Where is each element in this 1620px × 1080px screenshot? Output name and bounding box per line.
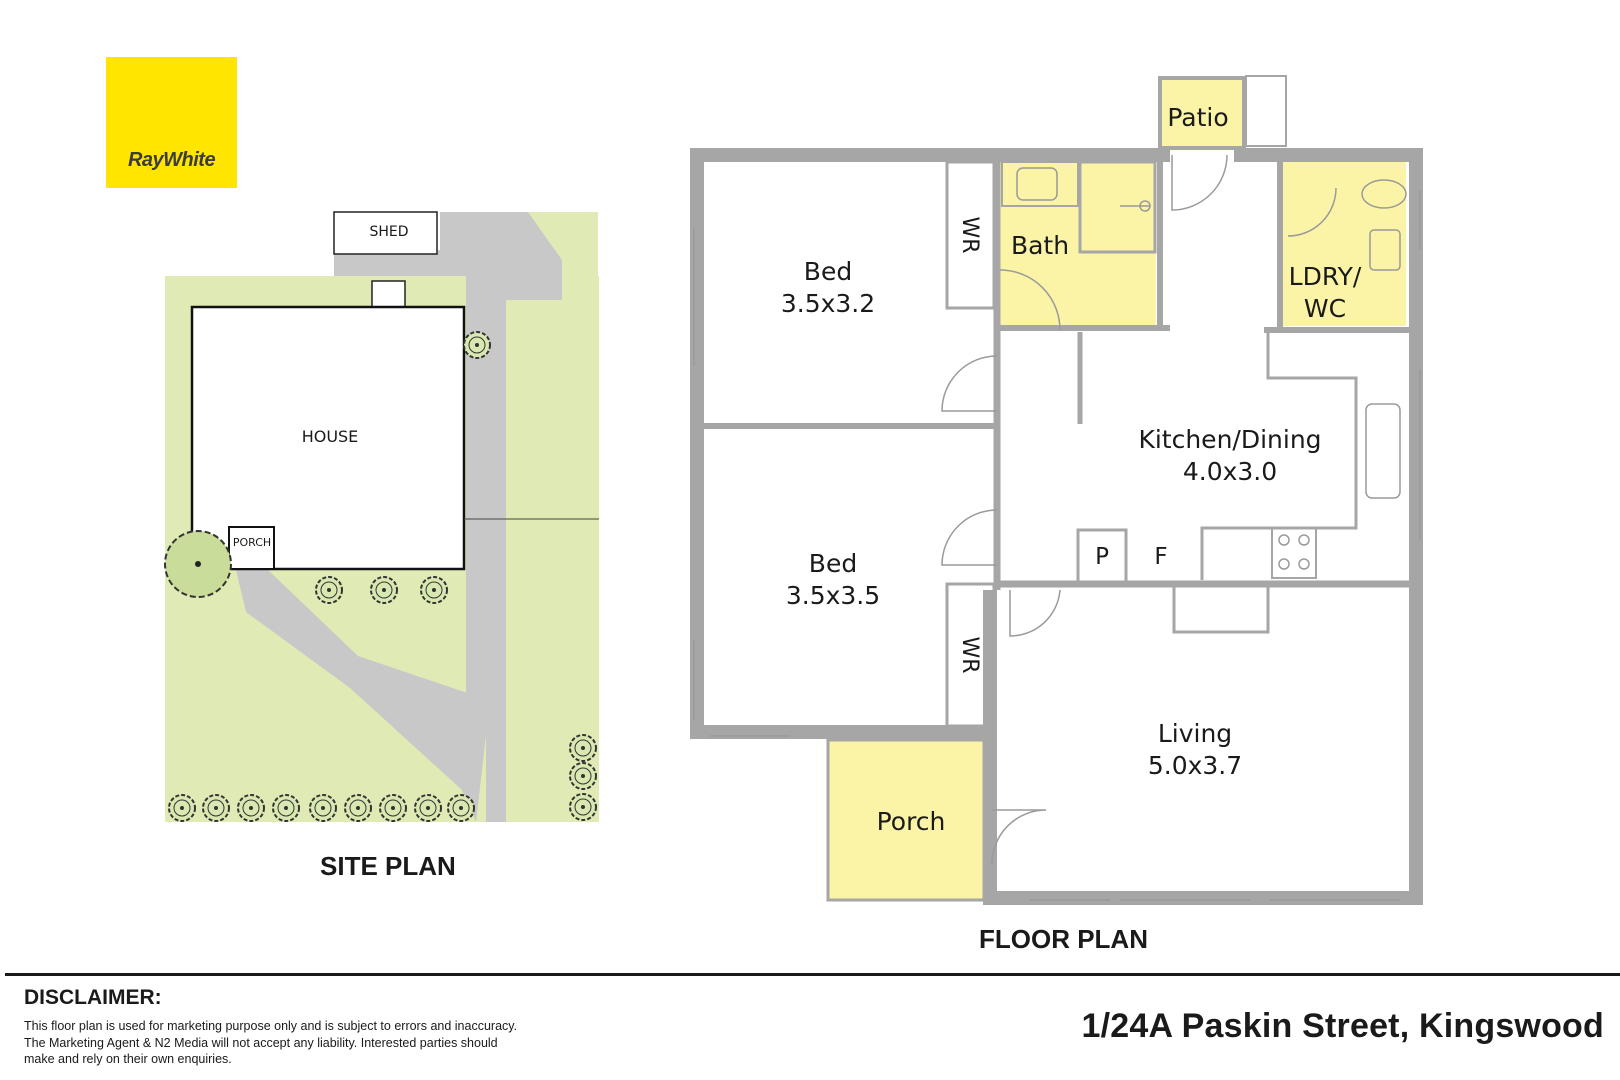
shed <box>333 211 438 255</box>
kitchen-name: Kitchen/Dining <box>1138 425 1321 454</box>
living-name: Living <box>1158 719 1232 748</box>
house-footprint <box>190 305 466 571</box>
ray-white-logo: RayWhite <box>106 57 237 188</box>
house-label: HOUSE <box>302 427 359 446</box>
property-address: 1/24A Paskin Street, Kingswood <box>1081 1007 1604 1045</box>
porch-label: Porch <box>877 807 946 836</box>
disclaimer-heading: DISCLAIMER: <box>24 986 162 1009</box>
fixtures <box>693 154 1421 901</box>
fridge-label: F <box>1154 544 1167 570</box>
disclaimer-line-3: make and rely on their own enquiries. <box>24 1052 232 1066</box>
floor-plan-title: FLOOR PLAN <box>979 924 1148 954</box>
front-path <box>236 570 488 822</box>
shed-label: SHED <box>369 224 408 240</box>
lawn-back <box>528 212 598 276</box>
laundry-label: LDRY/ <box>1289 262 1362 291</box>
bath-label: Bath <box>1011 231 1069 260</box>
wr2-label: WR <box>957 636 982 673</box>
pantry-label: P <box>1095 544 1109 570</box>
wr1-label: WR <box>957 216 982 253</box>
site-porch-label: PORCH <box>233 536 271 549</box>
patio-floor <box>1160 78 1244 148</box>
living-size: 5.0x3.7 <box>1148 751 1242 780</box>
bed1-name: Bed <box>804 257 852 286</box>
porch-floor <box>828 740 984 900</box>
disclaimer-line-2: The Marketing Agent & N2 Media will not … <box>24 1035 498 1050</box>
site-plan-title: SITE PLAN <box>320 851 456 881</box>
patio-label: Patio <box>1167 103 1228 132</box>
site-porch <box>228 526 275 570</box>
laundry-label-2: WC <box>1304 294 1346 323</box>
walls <box>690 75 1423 905</box>
laundry-floor <box>1282 162 1406 326</box>
kitchen-size: 4.0x3.0 <box>1183 457 1277 486</box>
logo-text: RayWhite <box>127 149 216 171</box>
bed2-name: Bed <box>809 549 857 578</box>
bed1-size: 3.5x3.2 <box>781 289 875 318</box>
disclaimer-text: This floor plan is used for marketing pu… <box>24 1018 584 1068</box>
disclaimer-line-1: This floor plan is used for marketing pu… <box>24 1019 518 1033</box>
bed2-size: 3.5x3.5 <box>786 581 880 610</box>
footer-divider <box>5 973 1620 976</box>
driveway <box>192 212 562 822</box>
